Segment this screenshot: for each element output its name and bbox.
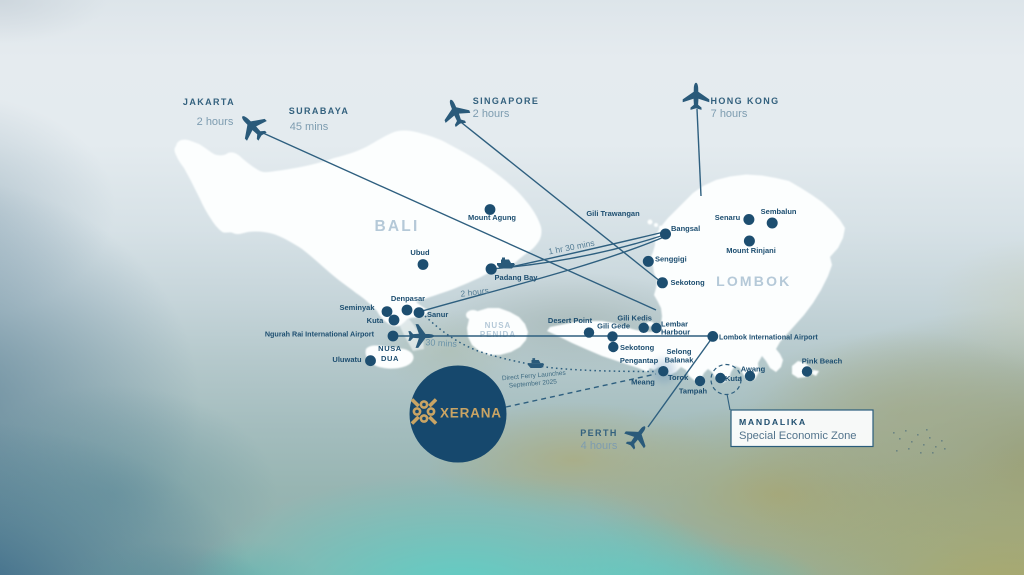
- svg-text:Harbour: Harbour: [661, 328, 690, 337]
- svg-text:Gili Gede: Gili Gede: [597, 322, 630, 331]
- svg-text:Sembalun: Sembalun: [761, 207, 797, 216]
- svg-text:Torok: Torok: [668, 373, 689, 382]
- svg-text:Lembar: Lembar: [661, 320, 688, 329]
- svg-text:Senggigi: Senggigi: [655, 255, 687, 264]
- svg-text:Special Economic Zone: Special Economic Zone: [739, 430, 857, 442]
- svg-text:Kuta: Kuta: [367, 316, 384, 325]
- svg-text:XERANA: XERANA: [440, 406, 502, 421]
- svg-text:SINGAPORE: SINGAPORE: [473, 96, 540, 106]
- svg-text:Uluwatu: Uluwatu: [332, 355, 362, 364]
- svg-text:Padang Bay: Padang Bay: [495, 273, 539, 282]
- svg-text:LOMBOK: LOMBOK: [716, 273, 791, 289]
- svg-text:45 mins: 45 mins: [290, 121, 329, 133]
- svg-text:PERTH: PERTH: [580, 428, 618, 438]
- svg-text:7 hours: 7 hours: [711, 108, 748, 120]
- svg-text:Gili Trawangan: Gili Trawangan: [586, 209, 640, 218]
- svg-text:Awang: Awang: [741, 365, 766, 374]
- svg-text:Pink Beach: Pink Beach: [802, 357, 843, 366]
- svg-text:Denpasar: Denpasar: [391, 294, 425, 303]
- svg-text:30 mins: 30 mins: [425, 337, 457, 349]
- svg-text:SURABAYA: SURABAYA: [289, 106, 350, 116]
- svg-text:PENIDA: PENIDA: [480, 330, 516, 339]
- svg-text:Mount Rinjani: Mount Rinjani: [726, 246, 776, 255]
- svg-text:JAKARTA: JAKARTA: [183, 97, 235, 107]
- svg-text:Ubud: Ubud: [410, 248, 430, 257]
- svg-text:Selong: Selong: [666, 347, 691, 356]
- svg-text:Mount Agung: Mount Agung: [468, 213, 516, 222]
- svg-text:2 hours: 2 hours: [197, 116, 234, 128]
- svg-text:Lombok International Airport: Lombok International Airport: [719, 333, 818, 342]
- svg-text:2 hours: 2 hours: [460, 285, 489, 298]
- svg-text:Kuta: Kuta: [725, 374, 742, 383]
- svg-text:Meang: Meang: [631, 378, 655, 387]
- svg-text:Bangsal: Bangsal: [671, 224, 700, 233]
- svg-text:Senaru: Senaru: [715, 213, 741, 222]
- svg-text:Gili Kedis: Gili Kedis: [617, 314, 652, 323]
- svg-text:DUA: DUA: [381, 354, 399, 363]
- svg-text:Sanur: Sanur: [427, 310, 448, 319]
- svg-text:Tampah: Tampah: [679, 387, 708, 396]
- svg-text:Balanak: Balanak: [665, 356, 695, 365]
- svg-text:BALI: BALI: [375, 218, 420, 235]
- svg-text:NUSA: NUSA: [378, 344, 402, 353]
- svg-text:NUSA: NUSA: [485, 321, 512, 330]
- svg-text:MANDALIKA: MANDALIKA: [739, 417, 807, 427]
- svg-text:Sekotong: Sekotong: [671, 278, 706, 287]
- svg-text:2 hours: 2 hours: [473, 108, 510, 120]
- svg-text:Desert Point: Desert Point: [548, 316, 593, 325]
- svg-text:4 hours: 4 hours: [581, 440, 618, 452]
- svg-text:HONG KONG: HONG KONG: [710, 96, 779, 106]
- svg-text:September 2025: September 2025: [509, 378, 558, 389]
- svg-text:Seminyak: Seminyak: [339, 303, 375, 312]
- svg-text:Pengantap: Pengantap: [620, 356, 659, 365]
- svg-text:Ngurah Rai International Airpo: Ngurah Rai International Airport: [265, 330, 375, 339]
- svg-text:Sekotong: Sekotong: [620, 343, 655, 352]
